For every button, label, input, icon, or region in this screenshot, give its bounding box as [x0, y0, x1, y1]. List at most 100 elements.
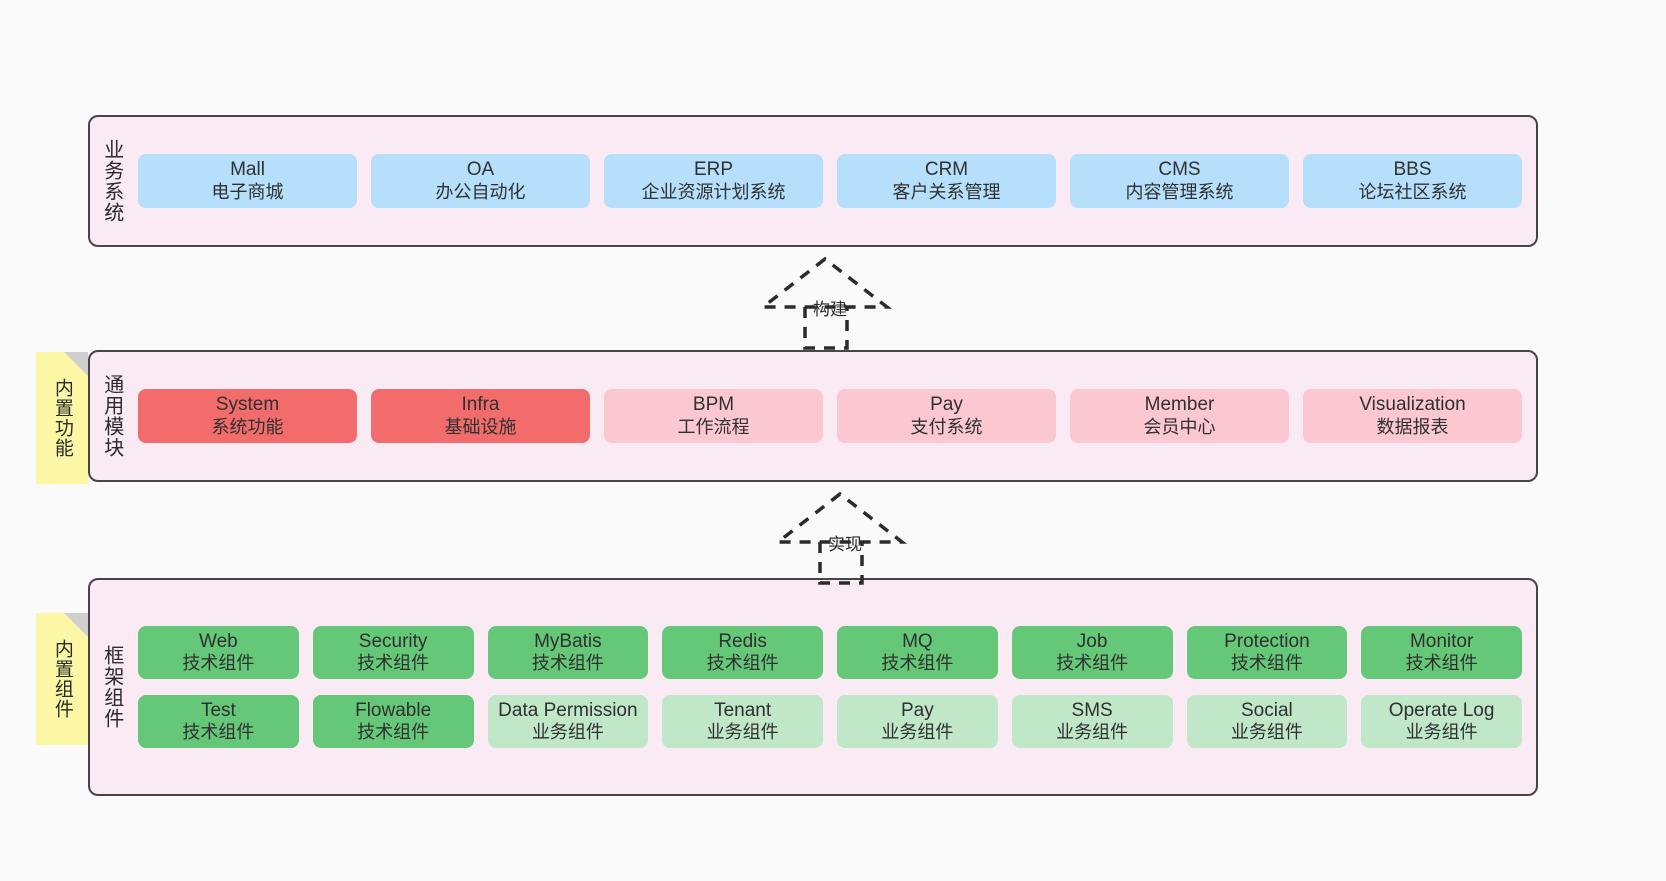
- card-pay[interactable]: Pay 支付系统: [837, 389, 1056, 443]
- card-title: Operate Log: [1388, 700, 1495, 721]
- card-bpm[interactable]: BPM 工作流程: [604, 389, 823, 443]
- card-title: OA: [466, 159, 495, 181]
- card-title: Web: [199, 630, 238, 652]
- card-subtitle: 技术组件: [182, 653, 255, 674]
- card-infra[interactable]: Infra 基础设施: [371, 389, 590, 443]
- card-title: Member: [1144, 394, 1215, 416]
- card-visualization[interactable]: Visualization 数据报表: [1303, 389, 1522, 443]
- card-title: Flowable: [355, 700, 432, 721]
- layer-title-business-system: 业务系统: [100, 139, 123, 223]
- card-sms[interactable]: SMS 业务组件: [1011, 695, 1173, 749]
- card-title: BBS: [1393, 159, 1432, 181]
- card-row: System 系统功能 Infra 基础设施 BPM 工作流程 Pay 支付系统…: [138, 389, 1522, 443]
- card-social[interactable]: Social 业务组件: [1186, 695, 1348, 749]
- card-subtitle: 客户关系管理: [892, 181, 1001, 202]
- card-title: CRM: [924, 159, 969, 181]
- layer-framework-component: 框架组件 Web 技术组件 Security 技术组件 MyBatis 技术组件…: [88, 578, 1538, 796]
- card-title: Pay: [901, 700, 934, 721]
- card-monitor[interactable]: Monitor 技术组件: [1361, 625, 1522, 679]
- card-subtitle: 业务组件: [531, 722, 604, 743]
- card-title: MyBatis: [534, 630, 602, 652]
- note-fold-corner-icon: [64, 613, 88, 637]
- card-pay-business[interactable]: Pay 业务组件: [837, 695, 998, 749]
- card-subtitle: 技术组件: [531, 653, 604, 674]
- card-title: Redis: [718, 630, 767, 652]
- card-flowable[interactable]: Flowable 技术组件: [312, 695, 474, 749]
- card-tenant[interactable]: Tenant 业务组件: [662, 695, 823, 749]
- card-subtitle: 技术组件: [706, 653, 779, 674]
- card-erp[interactable]: ERP 企业资源计划系统: [604, 154, 823, 208]
- card-bbs[interactable]: BBS 论坛社区系统: [1303, 154, 1522, 208]
- layer-title-framework-component: 框架组件: [100, 645, 123, 729]
- connector-implement-label: 实现: [828, 535, 862, 554]
- card-title: Mall: [230, 159, 265, 181]
- card-title: Protection: [1224, 630, 1310, 652]
- card-system[interactable]: System 系统功能: [138, 389, 357, 443]
- connector-build: 构建: [745, 255, 925, 350]
- layer-business-system: 业务系统 Mall 电子商城 OA 办公自动化 ERP 企业资源计划系统 CRM…: [88, 115, 1538, 247]
- card-title: Monitor: [1409, 630, 1474, 652]
- card-title: Test: [200, 700, 236, 721]
- card-title: BPM: [692, 394, 735, 416]
- card-subtitle: 技术组件: [1230, 653, 1303, 674]
- card-title: SMS: [1071, 700, 1113, 721]
- card-subtitle: 数据报表: [1376, 416, 1449, 437]
- card-title: Visualization: [1359, 394, 1466, 416]
- card-title: Tenant: [714, 700, 772, 721]
- card-subtitle: 支付系统: [910, 416, 983, 437]
- card-subtitle: 论坛社区系统: [1358, 181, 1467, 202]
- card-data-permission[interactable]: Data Permission 业务组件: [487, 695, 649, 749]
- card-title: Job: [1076, 630, 1108, 652]
- layer-body-business-system: Mall 电子商城 OA 办公自动化 ERP 企业资源计划系统 CRM 客户关系…: [132, 117, 1536, 245]
- card-mq[interactable]: MQ 技术组件: [837, 625, 998, 679]
- card-title: Infra: [461, 394, 500, 416]
- note-label: 内置功能: [51, 378, 73, 458]
- card-operate-log[interactable]: Operate Log 业务组件: [1361, 695, 1522, 749]
- card-test[interactable]: Test 技术组件: [138, 695, 299, 749]
- card-web[interactable]: Web 技术组件: [138, 625, 299, 679]
- card-subtitle: 业务组件: [881, 722, 954, 743]
- card-title: System: [215, 394, 280, 416]
- card-member[interactable]: Member 会员中心: [1070, 389, 1289, 443]
- card-title: Security: [358, 630, 428, 652]
- card-subtitle: 业务组件: [1230, 722, 1303, 743]
- card-subtitle: 电子商城: [211, 181, 284, 202]
- card-job[interactable]: Job 技术组件: [1011, 625, 1173, 679]
- card-subtitle: 技术组件: [881, 653, 954, 674]
- card-title: MQ: [902, 630, 933, 652]
- card-row: Web 技术组件 Security 技术组件 MyBatis 技术组件 Redi…: [138, 625, 1522, 679]
- note-builtin-components: 内置组件: [36, 613, 88, 745]
- note-fold-corner-icon: [64, 352, 88, 376]
- card-mall[interactable]: Mall 电子商城: [138, 154, 357, 208]
- card-subtitle: 业务组件: [1056, 722, 1129, 743]
- note-builtin-features: 内置功能: [36, 352, 88, 484]
- card-subtitle: 业务组件: [1405, 722, 1478, 743]
- connector-build-arrow-icon: [757, 256, 893, 350]
- layer-body-common-module: System 系统功能 Infra 基础设施 BPM 工作流程 Pay 支付系统…: [132, 352, 1536, 480]
- card-subtitle: 技术组件: [1056, 653, 1129, 674]
- card-subtitle: 技术组件: [182, 722, 255, 743]
- card-protection[interactable]: Protection 技术组件: [1186, 625, 1348, 679]
- card-subtitle: 办公自动化: [435, 181, 526, 202]
- layer-common-module: 通用模块 System 系统功能 Infra 基础设施 BPM 工作流程 Pay…: [88, 350, 1538, 482]
- card-subtitle: 系统功能: [211, 416, 284, 437]
- card-subtitle: 技术组件: [1405, 653, 1478, 674]
- card-redis[interactable]: Redis 技术组件: [662, 625, 823, 679]
- card-title: Pay: [930, 394, 963, 416]
- card-crm[interactable]: CRM 客户关系管理: [837, 154, 1056, 208]
- card-cms[interactable]: CMS 内容管理系统: [1070, 154, 1289, 208]
- card-subtitle: 技术组件: [357, 722, 430, 743]
- card-security[interactable]: Security 技术组件: [312, 625, 474, 679]
- card-subtitle: 内容管理系统: [1125, 181, 1234, 202]
- card-oa[interactable]: OA 办公自动化: [371, 154, 590, 208]
- connector-implement: 实现: [760, 490, 940, 585]
- card-row: Test 技术组件 Flowable 技术组件 Data Permission …: [138, 695, 1522, 749]
- card-title: CMS: [1158, 159, 1201, 181]
- card-mybatis[interactable]: MyBatis 技术组件: [487, 625, 649, 679]
- card-title: Social: [1241, 700, 1293, 721]
- card-subtitle: 企业资源计划系统: [641, 181, 786, 202]
- connector-build-label: 构建: [813, 300, 847, 319]
- card-title: ERP: [693, 159, 734, 181]
- card-title: Data Permission: [498, 700, 638, 721]
